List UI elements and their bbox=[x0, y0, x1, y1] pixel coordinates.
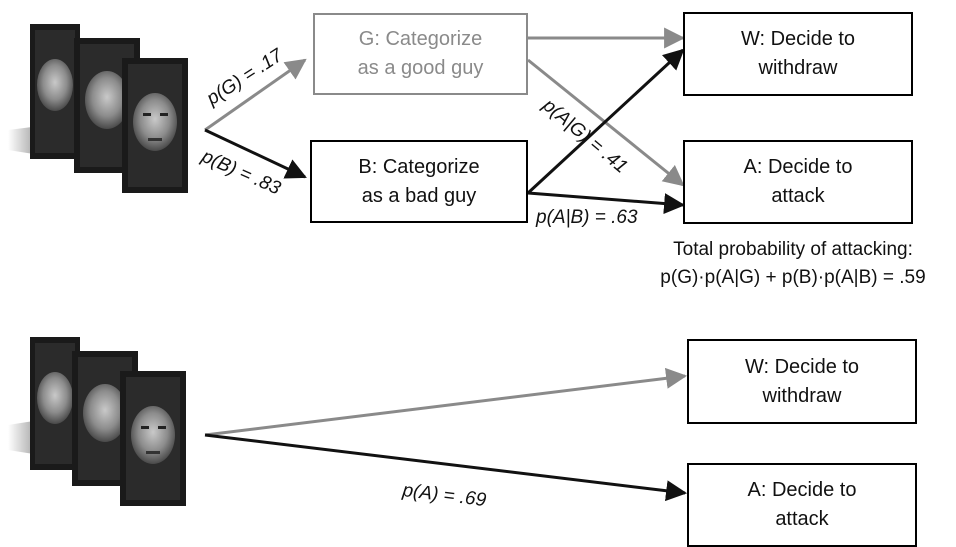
box-attack-top: A: Decide to attack bbox=[683, 140, 913, 224]
total-probability-title: Total probability of attacking: bbox=[673, 239, 913, 260]
label-p-attack-given-bad: p(A|B) = .63 bbox=[536, 207, 638, 228]
face-card-6 bbox=[120, 371, 186, 506]
arrow-bottom-to-withdraw bbox=[204, 367, 688, 437]
box-withdraw-top: W: Decide to withdraw bbox=[683, 12, 913, 96]
arrow-bad-to-withdraw bbox=[526, 48, 685, 195]
arrow-bad-to-attack bbox=[527, 191, 686, 215]
arrow-to-bad bbox=[204, 128, 307, 179]
box-bad-guy: B: Categorize as a bad guy bbox=[310, 140, 528, 223]
face-card-1 bbox=[30, 24, 80, 159]
face-card-3 bbox=[122, 58, 188, 193]
box-withdraw-bottom: W: Decide to withdraw bbox=[687, 339, 917, 424]
total-probability-block: Total probability of attacking: p(G)·p(A… bbox=[630, 236, 956, 292]
face-card-4 bbox=[30, 337, 80, 470]
arrow-bottom-to-attack bbox=[204, 433, 688, 502]
total-probability-formula: p(G)·p(A|G) + p(B)·p(A|B) = .59 bbox=[660, 267, 926, 288]
face-card-2 bbox=[74, 38, 140, 173]
arrow-to-good bbox=[204, 58, 307, 132]
face-stack-bottom bbox=[8, 337, 186, 506]
box-good-guy: G: Categorize as a good guy bbox=[313, 13, 528, 95]
box-attack-bottom: A: Decide to attack bbox=[687, 463, 917, 547]
face-stack-top bbox=[8, 24, 188, 193]
